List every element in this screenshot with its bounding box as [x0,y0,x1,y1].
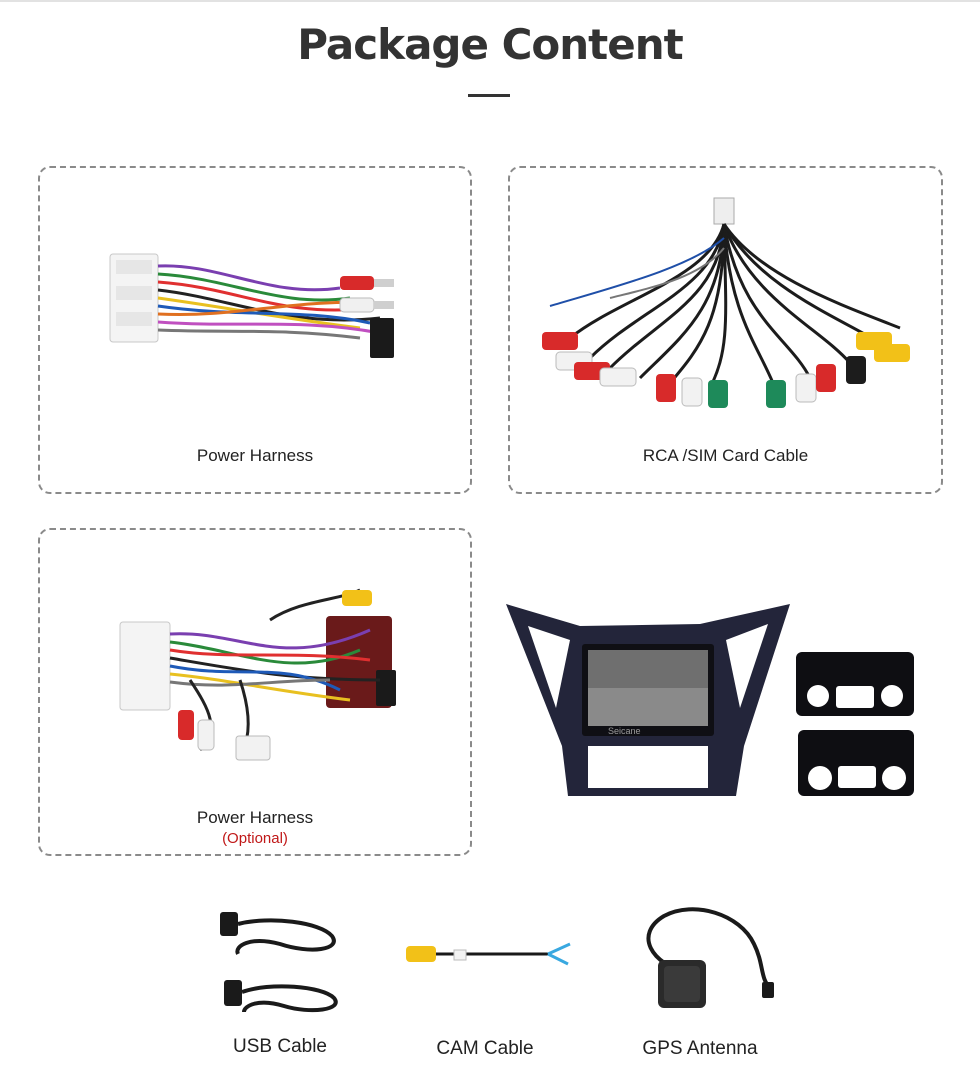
item-label: USB Cable [233,1036,327,1057]
top-divider [0,0,980,2]
dash-panel-image: Seicane [506,604,914,796]
optional-note: (Optional) [222,830,288,847]
title-underline [468,94,510,97]
item-label: GPS Antenna [642,1038,758,1059]
cam-cable-image [406,942,571,966]
power-harness-optional-image [119,588,396,761]
gps-antenna-image [646,907,774,1008]
usb-cable-image [220,912,338,1013]
item-card-power-harness: Power Harness [38,166,472,494]
item-label: Power Harness [196,808,314,827]
item-label: RCA /SIM Card Cable [642,446,809,465]
power-harness-image [109,253,394,358]
item-cam-cable [400,930,580,980]
item-label: Power Harness [196,446,314,465]
item-label: CAM Cable [436,1038,534,1059]
item-card-power-harness-optional: Power Harness (Optional) [38,528,472,856]
page-title: Package Content [297,20,683,69]
item-dash-kit: Seicane [500,596,930,806]
screen-brand: Seicane [608,726,641,736]
item-gps-antenna [630,904,780,1028]
rca-sim-cable-image [542,197,910,408]
item-card-rca-sim-cable: RCA /SIM Card Cable [508,166,943,494]
item-usb-cable [210,900,350,1025]
